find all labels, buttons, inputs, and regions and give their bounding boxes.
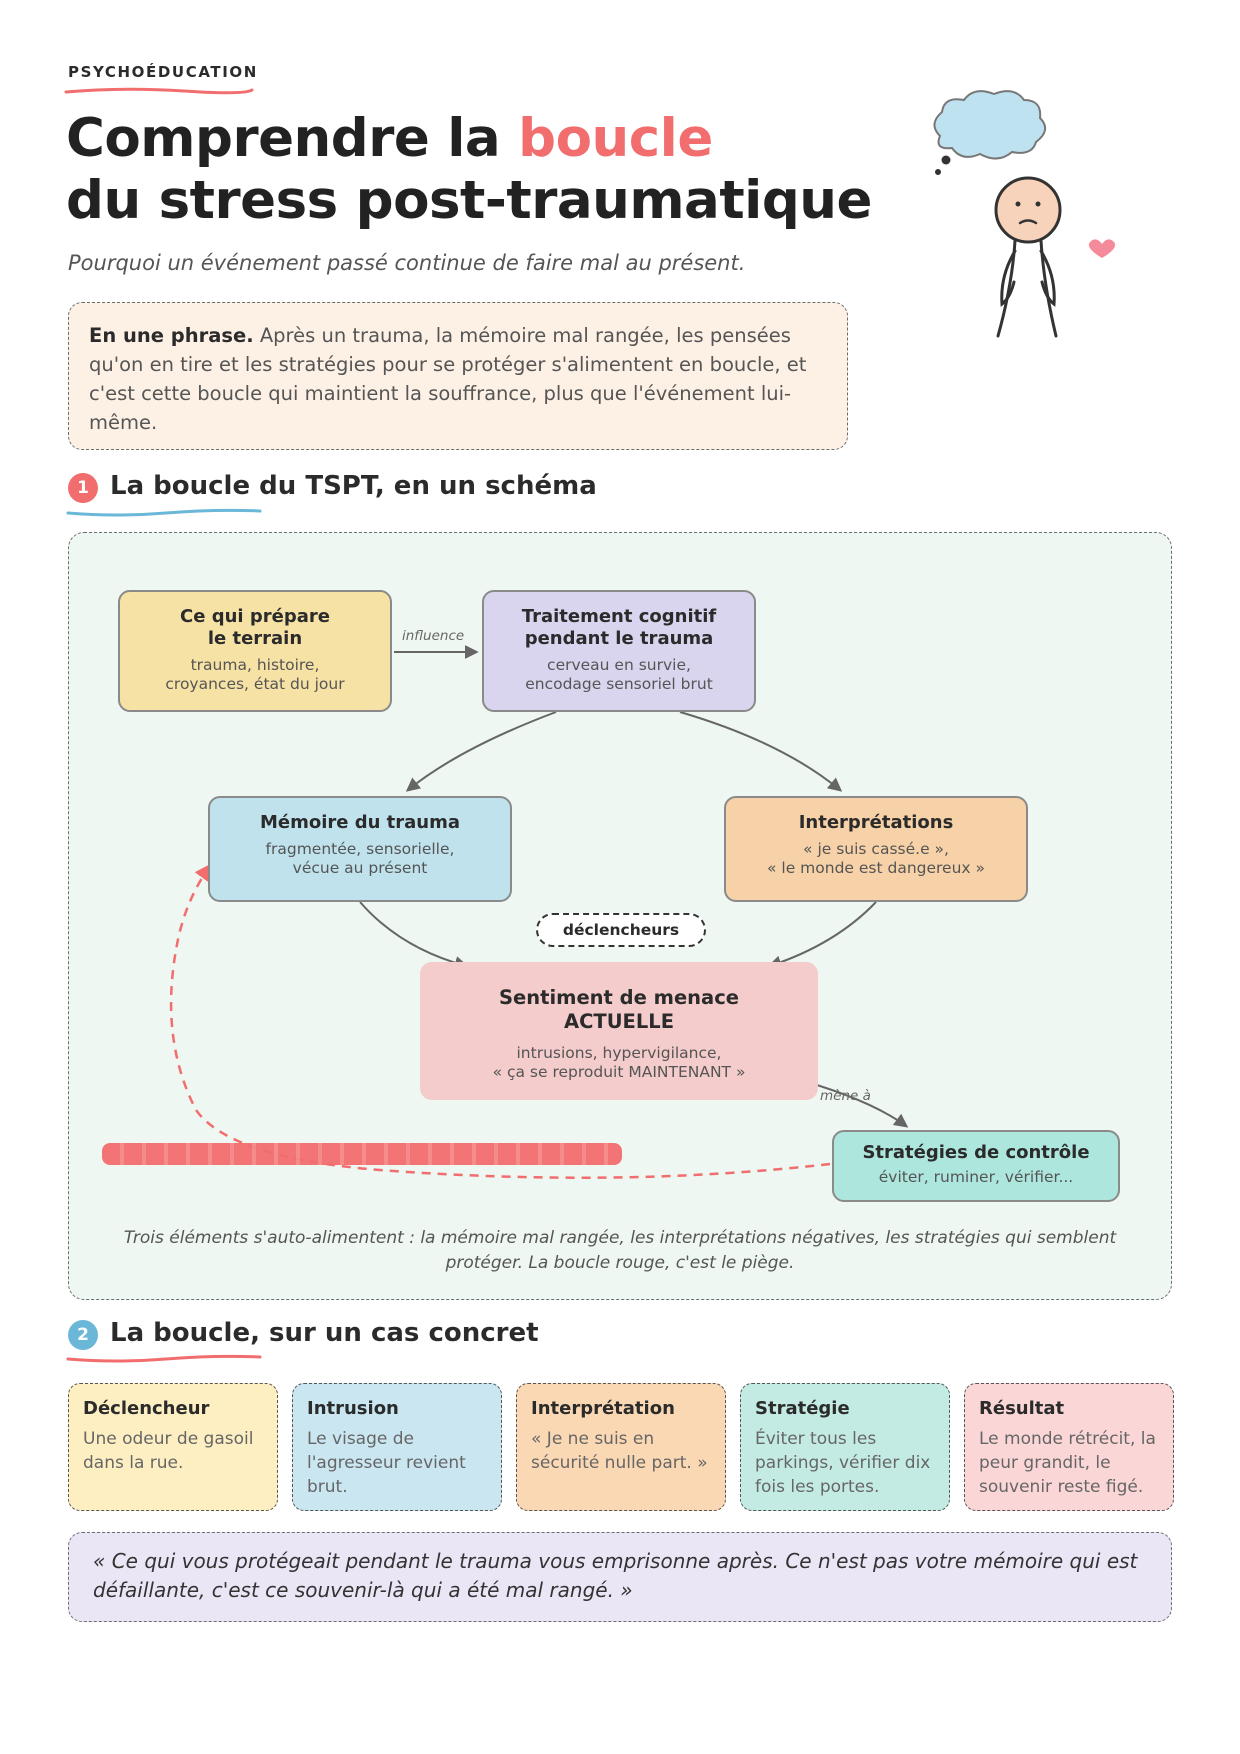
node-menace-sub: intrusions, hypervigilance, « ça se repr… bbox=[492, 1044, 746, 1081]
triggers-pill: déclencheurs bbox=[536, 913, 706, 947]
diagram-caption: Trois éléments s'auto-alimentent : la mé… bbox=[123, 1228, 1117, 1273]
card-interpretation-body: « Je ne suis en sécurité nulle part. » bbox=[531, 1429, 708, 1473]
red-loop-label-scribble bbox=[102, 1143, 622, 1165]
summary-lead: En une phrase. bbox=[89, 324, 254, 347]
section-2-underline bbox=[66, 1354, 262, 1363]
thinking-person-illustration bbox=[933, 90, 1116, 338]
section-1-number: 1 bbox=[68, 473, 98, 503]
stick-body-icon bbox=[996, 239, 1058, 338]
node-menace: Sentiment de menace ACTUELLE intrusions,… bbox=[420, 962, 818, 1100]
node-traitement-sub: cerveau en survie, encodage sensoriel br… bbox=[525, 656, 713, 693]
card-interpretation-title: Interprétation bbox=[531, 1398, 675, 1419]
node-memoire-sub: fragmentée, sensorielle, vécue au présen… bbox=[265, 840, 455, 877]
arrow-traitement-to-interpretations bbox=[679, 711, 843, 792]
card-resultat: Résultat Le monde rétrécit, la peur gran… bbox=[964, 1383, 1174, 1511]
node-terrain-sub: trauma, histoire, croyances, état du jou… bbox=[165, 656, 345, 693]
closing-quote: « Ce qui vous protégeait pendant le trau… bbox=[68, 1532, 1172, 1622]
node-strategies-title: Stratégies de contrôle bbox=[862, 1142, 1090, 1163]
eyebrow-underline bbox=[64, 87, 254, 95]
card-intrusion-title: Intrusion bbox=[307, 1398, 399, 1419]
section-1-title: La boucle du TSPT, en un schéma bbox=[110, 471, 597, 501]
node-memoire-title: Mémoire du trauma bbox=[259, 812, 461, 833]
arrow-traitement-to-memoire bbox=[405, 711, 557, 792]
edge-label-influence: influence bbox=[402, 628, 465, 644]
heart-icon bbox=[1088, 239, 1116, 258]
node-interpretations-title: Interprétations bbox=[798, 812, 954, 833]
sad-face-icon bbox=[994, 176, 1062, 244]
arrow-interpretations-to-menace bbox=[767, 901, 877, 970]
arrow-memoire-to-menace bbox=[359, 901, 469, 970]
eyebrow-label: PSYCHOÉDUCATION bbox=[68, 63, 258, 81]
title-part1: Comprendre la bbox=[66, 108, 519, 169]
node-traitement-title: Traitement cognitif pendant le trauma bbox=[521, 606, 717, 649]
page-subtitle: Pourquoi un événement passé continue de … bbox=[68, 251, 746, 275]
summary-box: En une phrase. Après un trauma, la mémoi… bbox=[68, 302, 848, 450]
node-interpretations: Interprétations « je suis cassé.e », « l… bbox=[724, 796, 1028, 902]
section-2-number: 2 bbox=[68, 1320, 98, 1350]
node-traitement: Traitement cognitif pendant le trauma ce… bbox=[482, 590, 756, 712]
node-strategies: Stratégies de contrôle éviter, ruminer, … bbox=[832, 1130, 1120, 1202]
card-declencheur-body: Une odeur de gasoil dans la rue. bbox=[83, 1429, 254, 1473]
title-line2: du stress post-traumatique bbox=[66, 170, 872, 231]
edge-label-mene: mène à bbox=[820, 1088, 871, 1104]
card-declencheur-title: Déclencheur bbox=[83, 1398, 210, 1419]
card-declencheur: Déclencheur Une odeur de gasoil dans la … bbox=[68, 1383, 278, 1511]
title-accent: boucle bbox=[518, 108, 713, 169]
node-menace-title: Sentiment de menace ACTUELLE bbox=[498, 986, 740, 1033]
node-terrain: Ce qui prépare le terrain trauma, histoi… bbox=[118, 590, 392, 712]
card-resultat-title: Résultat bbox=[979, 1398, 1065, 1419]
card-strategie: Stratégie Éviter tous les parkings, véri… bbox=[740, 1383, 950, 1511]
card-strategie-body: Éviter tous les parkings, vérifier dix f… bbox=[755, 1429, 931, 1497]
card-strategie-title: Stratégie bbox=[755, 1398, 850, 1419]
section-2-title: La boucle, sur un cas concret bbox=[110, 1318, 539, 1348]
section-1-underline bbox=[66, 508, 262, 517]
node-terrain-title: Ce qui prépare le terrain bbox=[180, 606, 330, 649]
node-memoire: Mémoire du trauma fragmentée, sensoriell… bbox=[208, 796, 512, 902]
thought-cloud-icon bbox=[933, 90, 1047, 175]
card-intrusion-body: Le visage de l'agresseur revient brut. bbox=[307, 1429, 466, 1497]
card-resultat-body: Le monde rétrécit, la peur grandit, le s… bbox=[979, 1429, 1156, 1497]
card-interpretation: Interprétation « Je ne suis en sécurité … bbox=[516, 1383, 726, 1511]
node-interpretations-sub: « je suis cassé.e », « le monde est dang… bbox=[766, 840, 985, 877]
card-intrusion: Intrusion Le visage de l'agresseur revie… bbox=[292, 1383, 502, 1511]
node-strategies-sub: éviter, ruminer, vérifier... bbox=[878, 1168, 1074, 1186]
summary-text: Après un trauma, la mémoire mal rangée, … bbox=[89, 324, 807, 434]
page-title: Comprendre la boucle du stress post-trau… bbox=[66, 108, 886, 232]
